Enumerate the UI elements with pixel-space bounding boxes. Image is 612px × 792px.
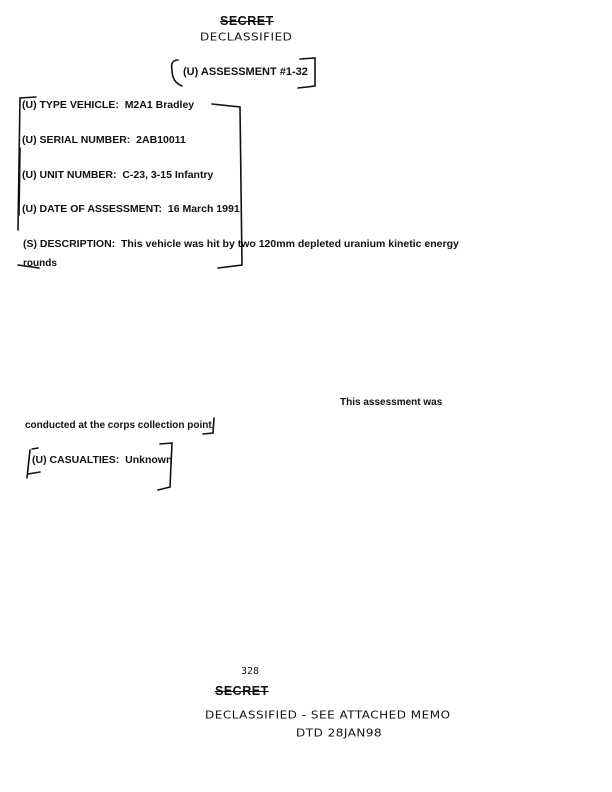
- footer-declassified-date: DTD 28JAN98: [296, 726, 383, 740]
- page-number: 328: [241, 666, 260, 677]
- title-bracket-left: [170, 59, 183, 87]
- field-date-of-assessment: (U) DATE OF ASSESSMENT: 16 March 1991: [22, 203, 240, 215]
- footer-declassified-note: DECLASSIFIED - SEE ATTACHED MEMO: [205, 708, 451, 722]
- casualties-bracket-right: [157, 442, 173, 491]
- description-line-3: This assessment was: [340, 397, 443, 408]
- field-serial-number: (U) SERIAL NUMBER: 2AB10011: [22, 134, 186, 146]
- assessment-title: (U) ASSESSMENT #1-32: [183, 66, 308, 78]
- description-line-4: conducted at the corps collection point.: [25, 420, 215, 431]
- field-unit-number: (U) UNIT NUMBER: C-23, 3-15 Infantry: [22, 169, 214, 181]
- header-declassified-stamp: DECLASSIFIED: [200, 30, 293, 44]
- casualties: (U) CASUALTIES: Unknown: [32, 454, 173, 466]
- description-line-2: rounds: [23, 258, 57, 269]
- field-type-vehicle: (U) TYPE VEHICLE: M2A1 Bradley: [22, 99, 195, 111]
- header-classification: SECRET: [220, 14, 274, 28]
- footer-classification: SECRET: [215, 684, 269, 698]
- description-line-1: (S) DESCRIPTION: This vehicle was hit by…: [23, 238, 459, 250]
